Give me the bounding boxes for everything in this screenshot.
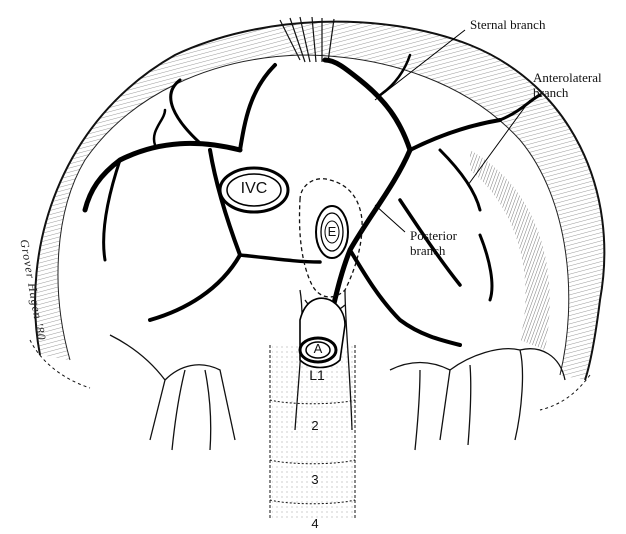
label-esophagus: E [325,224,339,239]
label-anterolateral-branch: Anterolateral branch [533,70,602,100]
label-vertebra-3: 3 [308,472,322,487]
label-posterior-branch: Posterior branch [410,228,457,258]
label-aorta: A [311,341,325,356]
aortic-opening [300,298,345,367]
label-sternal-branch: Sternal branch [470,17,545,32]
label-ivc: IVC [232,180,276,198]
label-vertebra-2: 2 [308,418,322,433]
label-vertebra-4: 4 [308,516,322,531]
right-dense-muscle [470,150,550,350]
pleural-line-right [540,375,590,410]
label-l1: L1 [302,367,332,383]
